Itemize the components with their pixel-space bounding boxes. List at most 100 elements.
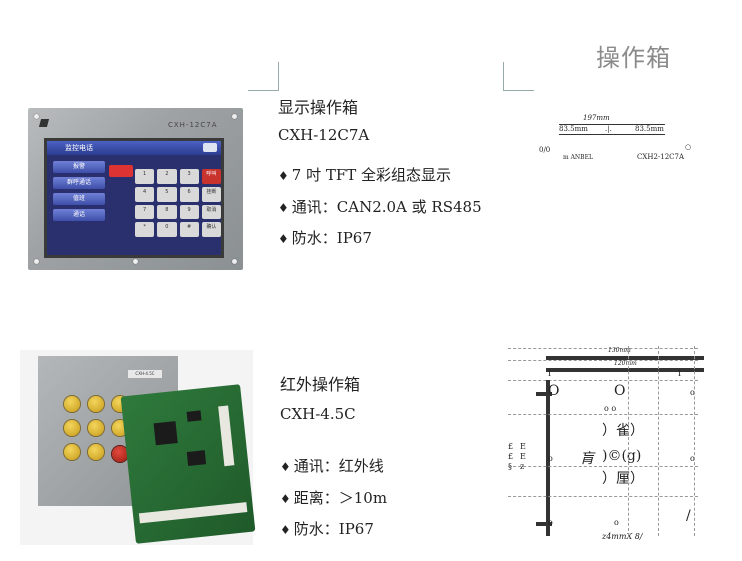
dimension-drawing-top: 197mm 83.5mm .|. 83.5mm 0/0 ○ m ANBEL CX… [535,112,695,172]
grid-line [628,346,629,536]
screen-menu-item: 通话 [53,209,105,221]
bullet-diamond-icon: ♦ [278,232,289,246]
mark: 肓 [580,451,594,467]
bullet-diamond-icon: ♦ [278,169,289,183]
dim-inner: 120mm [614,360,637,367]
screen-menu-item: 值班 [53,193,105,205]
side-mark: £ [508,442,514,451]
screw [133,259,138,264]
keypad-key: 4 [135,186,155,202]
product-spec: ♦防水：IP67 [280,520,374,538]
side-mark: £ [508,452,514,461]
keypad-key: 0 [157,222,177,237]
circuit-board [120,384,256,544]
mark: o [614,518,619,527]
mark: ）厘） [602,471,644,487]
grid-line [508,360,698,361]
keypad-key: 2 [157,169,177,184]
product-model: CXH-4.5C [280,405,356,423]
mark: z4mmX 8/ [602,532,643,541]
mark: o [690,454,695,463]
product-spec: ♦7 吋 TFT 全彩组态显示 [278,166,452,184]
back-icon [203,143,217,152]
page-title: 操作箱 [596,44,671,72]
yellow-button-icon [88,444,104,460]
screw [34,259,39,264]
chip [186,450,207,466]
crop-mark-right [503,62,534,91]
yellow-button-icon [88,420,104,436]
keypad-key: # [179,222,199,237]
grid-line [508,348,698,349]
keypad-key: 6 [179,186,199,202]
side-mark: E [520,452,526,461]
screen-keypad: 1 2 3 呼叫 4 5 6 挂断 7 8 9 取消 * 0 # 确认 [135,169,221,237]
bullet-diamond-icon: ♦ [280,460,291,474]
yellow-button-icon [64,396,80,412]
product-model: CXH-12C7A [278,126,370,144]
mark: O [614,383,626,399]
outline-line [536,522,552,526]
dimension-drawing-bottom: 130mm 120mm I I O O o o o ）雀） £ E £ E § … [508,346,704,542]
connector [218,405,235,467]
keypad-key: 5 [157,186,177,202]
dim-right: 83.5mm [635,125,664,133]
drawing-brand: m ANBEL [563,154,593,161]
yellow-button-icon [88,396,104,412]
grid-line [658,346,659,536]
keypad-key: 8 [157,204,177,220]
dim-left: 83.5mm [559,125,588,133]
product-spec: ♦通讯：红外线 [280,457,384,475]
keypad-key: 1 [135,169,155,184]
product-name: 显示操作箱 [278,98,359,117]
keypad-key: 取消 [201,204,221,220]
bullet-diamond-icon: ♦ [280,492,291,506]
device-screen: 监控电话 报警 群呼通话 值班 通话 1 2 3 呼叫 4 5 6 挂断 7 8… [44,138,224,258]
product-spec: ♦防水：IP67 [278,229,372,247]
mark: / [686,508,691,524]
crop-mark-left [248,62,279,91]
screen-title: 监控电话 [65,144,93,152]
product-image-infrared-box: CXH-4.5C [20,350,256,545]
screw [232,114,237,119]
mark: I [678,369,682,378]
outline-line [546,380,550,536]
dim-line [559,124,665,125]
chip [153,421,178,446]
bullet-diamond-icon: ♦ [280,523,291,537]
product-image-display-box: CXH-12C7A 监控电话 报警 群呼通话 值班 通话 1 2 3 呼叫 4 … [28,108,243,270]
product-spec: ♦通讯：CAN2.0A 或 RS485 [278,198,482,216]
mark: ）雀） [602,423,644,439]
screw [34,114,39,119]
screw [232,259,237,264]
dim-line [559,134,665,135]
grid-line [508,414,698,415]
keypad-key: 9 [179,204,199,220]
keypad-key: 7 [135,204,155,220]
bullet-diamond-icon: ♦ [278,201,289,215]
keypad-key: 挂断 [201,186,221,202]
keypad-key: * [135,222,155,237]
side-mark: E [520,442,526,451]
screen-menu-item: 报警 [53,161,105,173]
keypad-key: 呼叫 [201,169,221,184]
outline-line [536,392,552,396]
brand-logo-icon [38,119,50,127]
mark: o [548,518,553,527]
screen-indicator [109,165,133,177]
dim-total: 197mm [583,114,610,122]
dim-line [546,356,704,360]
product-name: 红外操作箱 [280,375,361,394]
drawing-model: CXH2-12C7A [637,153,685,161]
dim-mid: .|. [605,125,612,133]
red-button-icon [112,446,128,462]
drawing-left-mark: 0/0 [539,146,551,154]
device-model-print: CXH-12C7A [168,121,218,129]
yellow-button-icon [64,444,80,460]
connector [138,502,248,524]
grid-line [508,496,698,497]
grid-line [508,380,698,381]
keypad-key: 确认 [201,222,221,237]
dim-outer: 130mm [608,347,631,354]
chip [186,410,202,422]
